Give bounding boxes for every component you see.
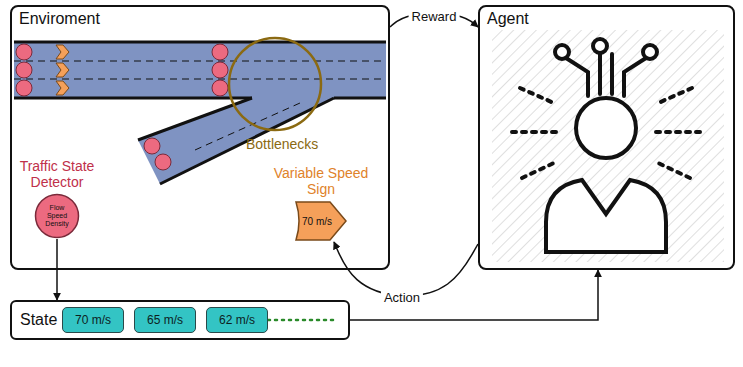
state-value: 62 m/s [206, 307, 268, 333]
hatch-ground [492, 30, 724, 262]
node-text: Flow Speed Density [40, 204, 74, 228]
state-value: 70 m/s [62, 307, 124, 333]
edge-label: Reward [409, 9, 460, 24]
node-heading: Traffic State Detector [12, 158, 102, 190]
road [14, 42, 386, 98]
state-bar: State 70 m/s 65 m/s 62 m/s [10, 300, 350, 340]
edge-label: Action [381, 290, 423, 305]
node-title: Agent [480, 7, 536, 31]
node-text: 70 m/s [297, 216, 345, 227]
node-title: State [12, 302, 65, 338]
variable-speed-sign: Variable Speed Sign 70 m/s [265, 165, 377, 242]
detector-circle: Flow Speed Density [34, 193, 80, 239]
connector-arrow [350, 270, 598, 320]
state-value-text: 70 m/s [75, 313, 111, 327]
bottleneck-label: Bottlenecks [246, 136, 318, 152]
bottleneck-ring [229, 38, 321, 130]
sign-shape: 70 m/s [294, 200, 348, 242]
road-edge [14, 97, 252, 100]
node-heading: Variable Speed Sign [265, 165, 377, 197]
agent-icon [512, 39, 700, 252]
small-speed-signs [56, 45, 69, 95]
lane-mark [14, 61, 386, 62]
environment-box: EnviromentTraffic State DetectorFlow Spe… [10, 5, 390, 270]
road-edge [334, 97, 386, 100]
node-title: Enviroment [12, 7, 107, 31]
traffic-detector: Traffic State DetectorFlow Speed Density [12, 158, 102, 239]
lane-mark [14, 79, 386, 80]
state-value-text: 65 m/s [147, 313, 183, 327]
state-value-text: 62 m/s [219, 313, 255, 327]
agent-box: Agent [478, 5, 735, 270]
road-edge [14, 41, 386, 44]
state-value: 65 m/s [134, 307, 196, 333]
more-dots [268, 319, 338, 322]
cars [16, 44, 228, 170]
